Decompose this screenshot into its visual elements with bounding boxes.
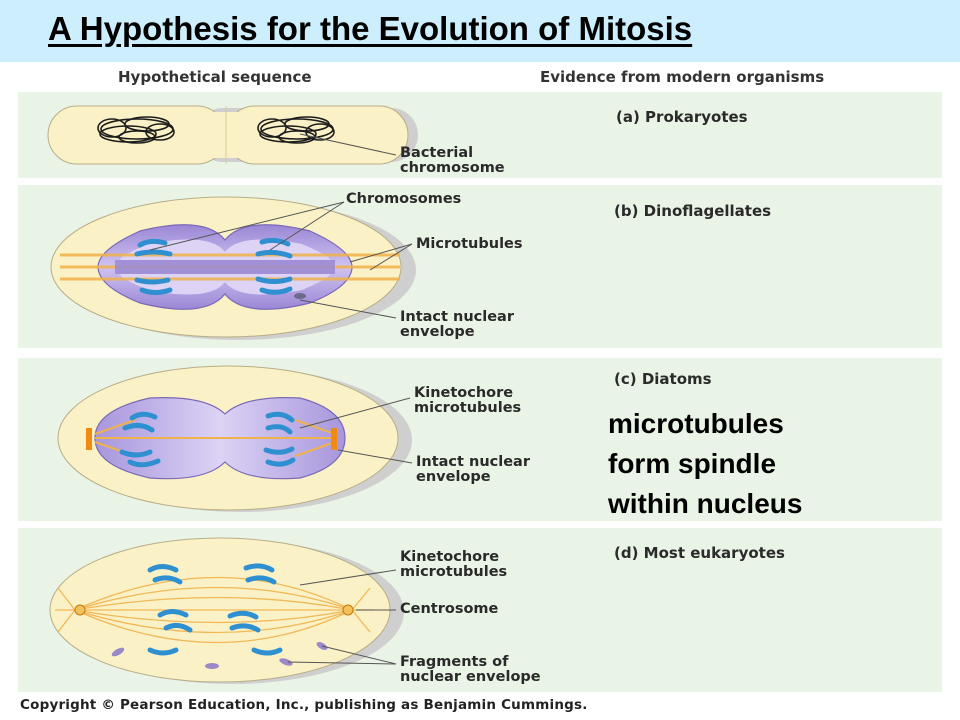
annotation-text: microtubules form spindle within nucleus bbox=[608, 408, 803, 519]
callout-chromosomes-b: Chromosomes bbox=[346, 191, 462, 207]
copyright-notice: Copyright © Pearson Education, Inc., pub… bbox=[20, 697, 588, 713]
callout-microtubules-b: Microtubules bbox=[416, 236, 523, 252]
centrosome-right bbox=[342, 604, 354, 616]
slide-title: A Hypothesis for the Evolution of Mitosi… bbox=[48, 10, 693, 47]
callout-kinetochore-c: Kinetochore microtubules bbox=[414, 385, 522, 416]
callout-envelope-b: Intact nuclear envelope bbox=[400, 309, 514, 340]
callout-lines-d bbox=[287, 569, 397, 665]
header-band bbox=[0, 62, 960, 92]
envelope-fragments-d bbox=[111, 642, 328, 669]
callout-fragments-d: Fragments of nuclear envelope bbox=[400, 654, 541, 685]
chromosomes-b bbox=[134, 237, 293, 295]
title-bar bbox=[0, 0, 960, 62]
panel-b-label: (b) Dinoflagellates bbox=[614, 202, 772, 220]
chromosomes-c bbox=[119, 411, 296, 468]
panel-d-label: (d) Most eukaryotes bbox=[614, 544, 785, 562]
callout-envelope-c: Intact nuclear envelope bbox=[416, 454, 530, 485]
chromosomes-d bbox=[147, 563, 283, 656]
callout-lines-c bbox=[299, 397, 413, 464]
left-column-heading: Hypothetical sequence bbox=[118, 68, 312, 86]
centrosome-left bbox=[74, 604, 86, 616]
callout-kinetochore-d: Kinetochore microtubules bbox=[400, 549, 508, 580]
panel-c-label: (c) Diatoms bbox=[614, 370, 712, 388]
pole-right-c bbox=[331, 428, 337, 450]
spindle-d bbox=[55, 576, 374, 644]
fragment-b bbox=[294, 293, 306, 299]
spindle-c bbox=[94, 419, 336, 457]
callout-bacterial-chromosome: Bacterial chromosome bbox=[400, 145, 505, 176]
callout-centrosome-d: Centrosome bbox=[400, 601, 499, 617]
panel-a-label: (a) Prokaryotes bbox=[616, 108, 748, 126]
pole-left-c bbox=[86, 428, 92, 450]
bacterial-chromosome-left bbox=[97, 116, 175, 144]
callout-line-a bbox=[299, 133, 397, 156]
bacterial-chromosome-right bbox=[257, 116, 335, 144]
nuclear-channel-b bbox=[115, 260, 335, 274]
callout-lines-b bbox=[149, 201, 413, 319]
right-column-heading: Evidence from modern organisms bbox=[540, 68, 825, 86]
